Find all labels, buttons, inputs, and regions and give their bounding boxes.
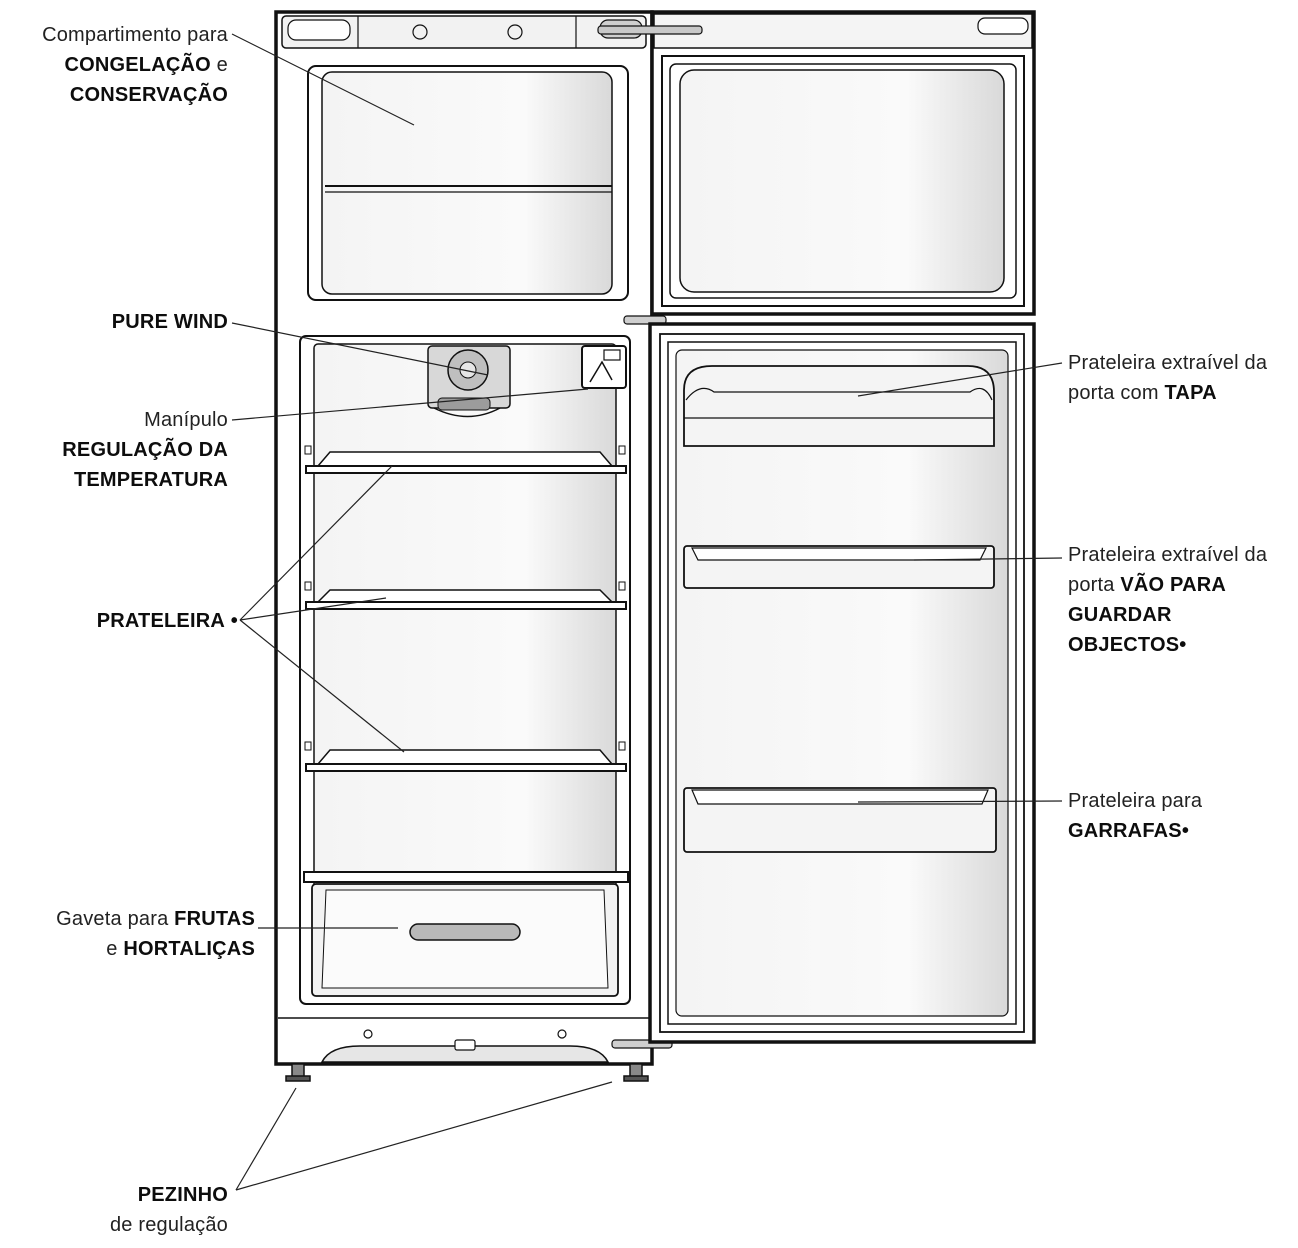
label-bottles-garrafas: GARRAFAS•	[1068, 820, 1190, 842]
pure-wind-fan	[427, 345, 511, 418]
label-door-storage-porta: porta	[1068, 574, 1115, 596]
door-shelf-storage	[683, 545, 995, 589]
label-freezer-congelacao: CONGELAÇÃO	[64, 54, 211, 76]
label-door-lid-tapa: TAPA	[1164, 382, 1217, 404]
fridge-compartment	[299, 335, 631, 1005]
shelf-middle	[305, 589, 627, 610]
label-door-storage: Prateleira extraível da porta VÃO PARA G…	[1068, 540, 1267, 660]
label-door-lid-line2: porta com TAPA	[1068, 378, 1267, 408]
label-bottles: Prateleira para GARRAFAS•	[1068, 786, 1202, 846]
label-feet: PEZINHO de regulação	[110, 1180, 228, 1240]
label-pure-wind: PURE WIND	[111, 311, 228, 333]
leveling-feet	[285, 1063, 649, 1082]
freezer-door	[597, 10, 1036, 316]
label-thermostat-temperatura: TEMPERATURA	[73, 469, 228, 491]
label-freezer-conservacao: CONSERVAÇÃO	[69, 84, 228, 106]
label-crisper-e: e	[106, 938, 118, 960]
label-thermostat-manipulo: Manípulo	[144, 409, 228, 431]
freezer-compartment	[307, 65, 629, 301]
label-crisper-gaveta: Gaveta para	[56, 908, 169, 930]
label-thermostat: Manípulo REGULAÇÃO DA TEMPERATURA	[62, 405, 228, 495]
label-door-lid: Prateleira extraível da porta com TAPA	[1068, 348, 1267, 408]
label-feet-pezinho: PEZINHO	[137, 1184, 228, 1206]
label-freezer-e: e	[216, 54, 228, 76]
label-crisper-frutas: FRUTAS	[174, 908, 255, 930]
label-door-storage-line2: porta VÃO PARA	[1068, 570, 1267, 600]
label-door-storage-line1: Prateleira extraível da	[1068, 544, 1268, 566]
label-door-storage-vao: VÃO PARA	[1120, 574, 1227, 596]
label-shelf-prateleira: PRATELEIRA	[96, 610, 226, 632]
label-door-lid-porta: porta com	[1068, 382, 1159, 404]
door-shelf-bottles	[683, 787, 997, 853]
thermostat-knob	[581, 345, 627, 389]
label-bottles-line1: Prateleira para	[1068, 790, 1203, 812]
leader-lines	[231, 33, 1063, 1191]
label-door-storage-objectos: OBJECTOS•	[1068, 634, 1187, 656]
bottom-grille	[278, 1017, 650, 1063]
label-door-storage-guardar: GUARDAR	[1068, 604, 1172, 626]
label-crisper-line1: Gaveta para FRUTAS	[56, 904, 255, 934]
label-shelf: PRATELEIRA •	[97, 606, 238, 636]
shelf-top	[305, 451, 627, 474]
label-door-lid-line1: Prateleira extraível da	[1068, 352, 1268, 374]
shelf-bottom	[305, 749, 627, 772]
label-freezer-compartment: Compartimento para CONGELAÇÃO e CONSERVA…	[42, 20, 228, 110]
label-freezer-line1: Compartimento para	[42, 24, 228, 46]
door-shelf-lid	[683, 365, 995, 447]
label-freezer-line2: CONGELAÇÃO e	[42, 50, 228, 80]
crisper-drawer	[303, 871, 629, 997]
label-crisper-line2: e HORTALIÇAS	[56, 934, 255, 964]
shelf-supports	[304, 445, 626, 751]
label-feet-regulacao: de regulação	[109, 1214, 228, 1236]
label-crisper: Gaveta para FRUTAS e HORTALIÇAS	[56, 904, 255, 964]
label-thermostat-regulacao: REGULAÇÃO DA	[62, 439, 228, 461]
label-crisper-hortalicas: HORTALIÇAS	[123, 938, 255, 960]
label-shelf-mark: •	[230, 610, 238, 632]
